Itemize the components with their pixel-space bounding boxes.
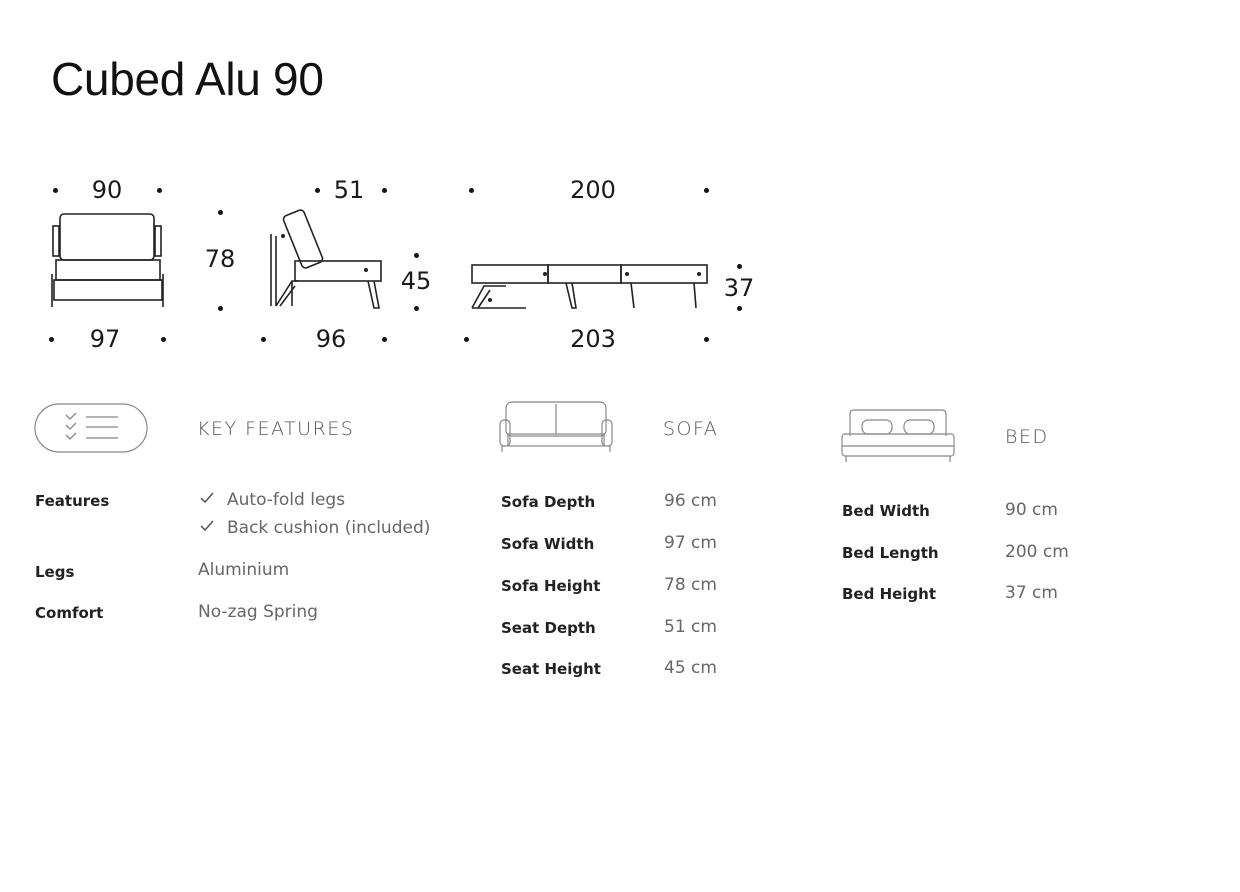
dimension-dot [414, 306, 419, 311]
bed-heading: BED [1005, 426, 1049, 448]
side-top-depth: 51 [333, 176, 365, 204]
bed-height: 37 [723, 274, 755, 302]
spec-label: Bed Length [842, 544, 939, 562]
spec-label: Bed Width [842, 502, 930, 520]
spec-label: Sofa Depth [501, 493, 596, 511]
dimension-dot [737, 306, 742, 311]
dimension-dot [464, 337, 469, 342]
legs-label: Legs [35, 563, 75, 581]
dimension-dot [737, 264, 742, 269]
spec-value: 51 cm [664, 617, 717, 637]
dimension-dot [469, 188, 474, 193]
side-seat-height: 45 [400, 267, 432, 295]
comfort-label: Comfort [35, 604, 104, 622]
bed-bottom-length: 203 [570, 325, 616, 353]
side-view-drawing [270, 209, 382, 309]
spec-label: Sofa Height [501, 577, 601, 595]
dimension-dot [161, 337, 166, 342]
dimension-dot [704, 337, 709, 342]
spec-value: 45 cm [664, 658, 717, 678]
sofa-heading: SOFA [663, 418, 719, 440]
legs-value: Aluminium [198, 560, 290, 580]
dimension-dot [53, 188, 58, 193]
side-bottom-depth: 96 [315, 325, 347, 353]
spec-label: Bed Height [842, 585, 937, 603]
bed-view-drawing [471, 264, 708, 309]
dimension-dot [414, 253, 419, 258]
comfort-value: No-zag Spring [198, 602, 318, 622]
spec-value: 200 cm [1005, 542, 1069, 562]
spec-value: 96 cm [664, 491, 717, 511]
spec-value: 90 cm [1005, 500, 1058, 520]
features-label: Features [35, 492, 110, 510]
front-bottom-width: 97 [89, 325, 121, 353]
check-icon [199, 490, 215, 510]
front-top-width: 90 [91, 176, 123, 204]
dimension-dot [218, 306, 223, 311]
spec-label: Seat Height [501, 660, 601, 678]
page-title: Cubed Alu 90 [51, 53, 324, 105]
key-features-heading: KEY FEATURES [197, 418, 355, 440]
front-view-drawing [51, 213, 164, 307]
dimension-dot [315, 188, 320, 193]
dimension-dot [704, 188, 709, 193]
dimension-dot [157, 188, 162, 193]
dimension-dot [49, 337, 54, 342]
spec-label: Sofa Width [501, 535, 595, 553]
spec-value: 97 cm [664, 533, 717, 553]
check-icon [199, 518, 215, 538]
front-height: 78 [204, 245, 236, 273]
spec-value: 78 cm [664, 575, 717, 595]
bed-icon [841, 409, 955, 462]
feature-text: Auto-fold legs [227, 490, 346, 510]
dimension-dot [218, 210, 223, 215]
bed-top-length: 200 [570, 176, 616, 204]
feature-item: Auto-fold legs [199, 490, 345, 510]
spec-label: Seat Depth [501, 619, 596, 637]
dimension-dot [261, 337, 266, 342]
checklist-icon [34, 403, 148, 453]
dimension-dot [382, 337, 387, 342]
sofa-icon [499, 401, 613, 452]
spec-value: 37 cm [1005, 583, 1058, 603]
dimension-dot [382, 188, 387, 193]
feature-text: Back cushion (included) [227, 518, 431, 538]
feature-item: Back cushion (included) [199, 518, 430, 538]
